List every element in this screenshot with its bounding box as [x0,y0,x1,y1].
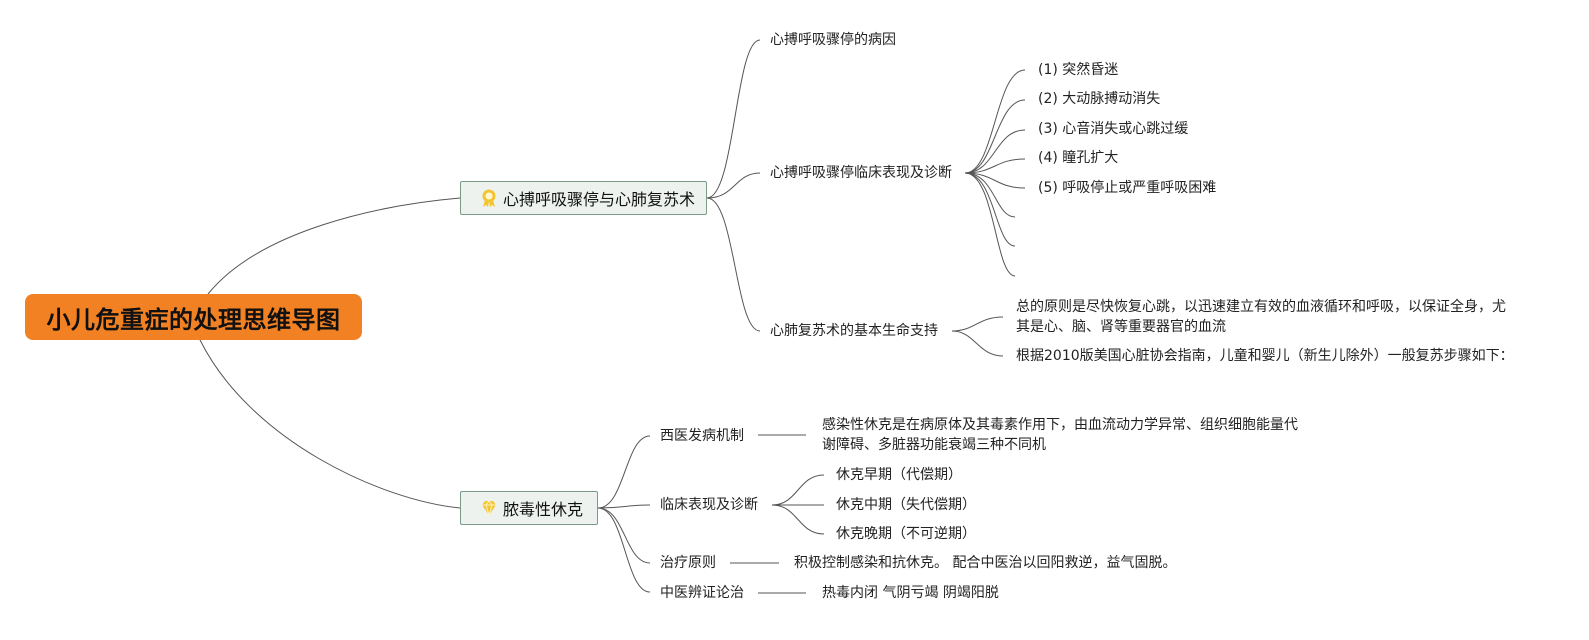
cpr-guideline[interactable]: 根据2010版美国心脏协会指南，儿童和婴儿（新生儿除外）一般复苏步骤如下： [1016,348,1514,364]
node-shock-clinical-diagnosis[interactable]: 临床表现及诊断 [660,497,758,513]
node-cardiac-arrest-diagnosis[interactable]: 心搏呼吸骤停临床表现及诊断 [770,165,952,181]
diagnosis-item[interactable]: (1) 突然昏迷 [1038,62,1119,78]
award-ribbon-icon [479,188,499,208]
link-root-branch1 [207,197,461,295]
link-b1-diag [706,172,761,199]
diamond-icon [479,498,499,518]
link-root-branch2 [199,339,461,509]
tcm-detail[interactable]: 热毒内闭 气阴亏竭 阴竭阳脱 [822,585,999,601]
branch-label: 脓毒性休克 [503,500,584,519]
root-topic[interactable]: 小儿危重症的处理思维导图 [25,294,362,340]
link-b1-cpr [706,197,761,332]
shock-stage[interactable]: 休克早期（代偿期） [836,467,962,483]
pathogenesis-detail[interactable]: 感染性休克是在病原体及其毒素作用下，由血流动力学异常、组织细胞能量代谢障碍、多脏… [822,417,1298,453]
node-tcm-differentiation[interactable]: 中医辨证论治 [660,585,744,601]
node-cardiac-arrest-causes[interactable]: 心搏呼吸骤停的病因 [770,32,896,48]
link-b1-cause [706,39,761,199]
branch-septic-shock[interactable]: 脓毒性休克 [460,491,598,525]
branch-label: 心搏呼吸骤停与心肺复苏术 [503,190,696,209]
diagnosis-item[interactable]: (3) 心音消失或心跳过缓 [1038,121,1189,137]
shock-stage[interactable]: 休克中期（失代偿期） [836,497,976,513]
node-cpr-basic-life-support[interactable]: 心肺复苏术的基本生命支持 [770,323,938,339]
shock-stage[interactable]: 休克晚期（不可逆期） [836,526,976,542]
cpr-principle[interactable]: 总的原则是尽快恢复心跳，以迅速建立有效的血液循环和呼吸，以保证全身，尤其是心、脑… [1016,299,1506,335]
diagnosis-item[interactable]: (2) 大动脉搏动消失 [1038,91,1161,107]
diagnosis-item[interactable]: (5) 呼吸停止或严重呼吸困难 [1038,180,1217,196]
node-western-pathogenesis[interactable]: 西医发病机制 [660,428,744,444]
root-topic-label: 小儿危重症的处理思维导图 [46,305,341,334]
treatment-detail[interactable]: 积极控制感染和抗休克。 配合中医治以回阳救逆，益气固脱。 [794,555,1177,571]
diagnosis-item[interactable]: (4) 瞳孔扩大 [1038,150,1119,166]
node-treatment-principle[interactable]: 治疗原则 [660,555,716,571]
branch-cardiac-arrest-cpr[interactable]: 心搏呼吸骤停与心肺复苏术 [460,181,707,215]
